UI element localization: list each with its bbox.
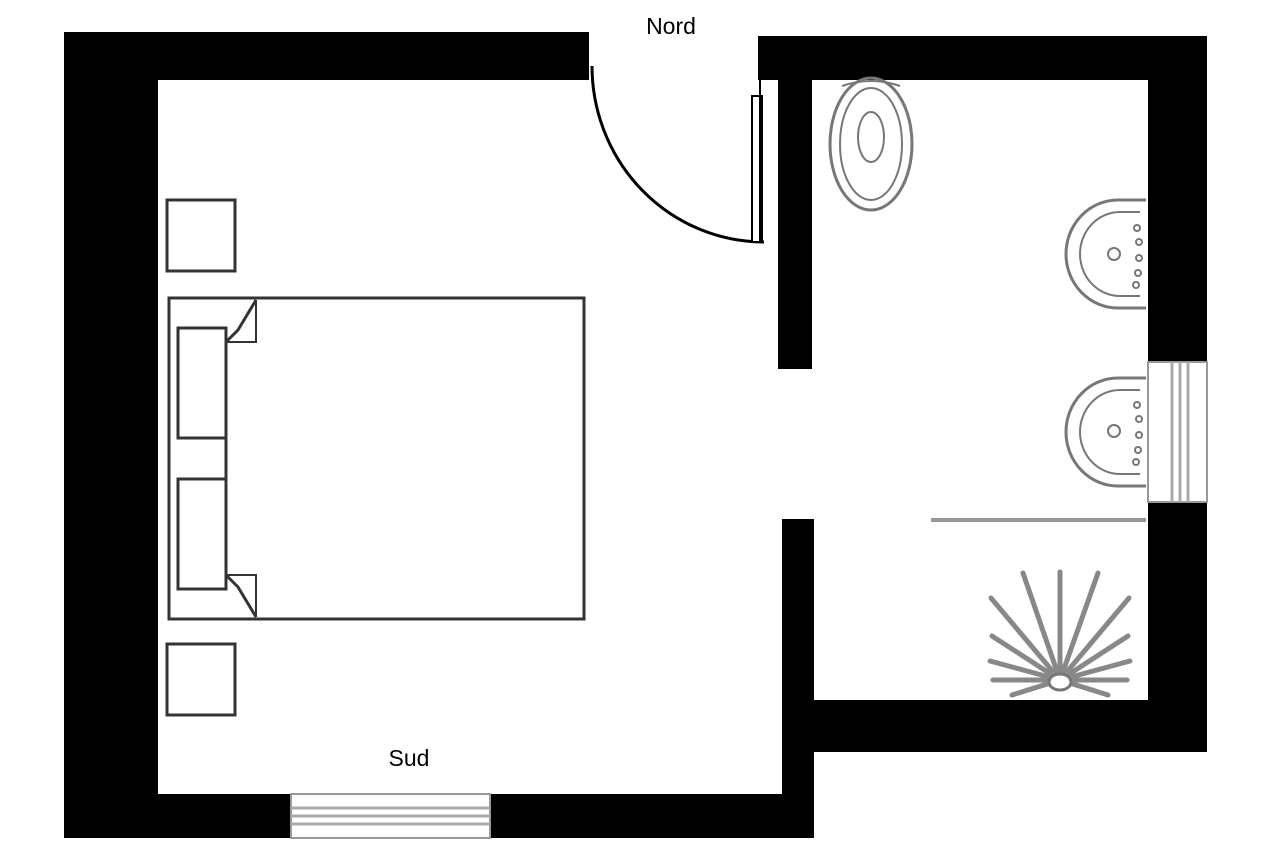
wall-south-left xyxy=(64,794,291,838)
sink-lower xyxy=(1064,376,1146,488)
east-window xyxy=(1147,361,1208,503)
bathroom-fixtures xyxy=(828,76,1146,698)
walls xyxy=(64,32,1207,838)
label-south: Sud xyxy=(389,745,430,771)
bedroom-furniture xyxy=(165,198,586,717)
pillow-bottom xyxy=(176,477,228,591)
partition-lower xyxy=(782,519,814,838)
sink-upper xyxy=(1064,198,1146,310)
double-bed xyxy=(167,296,586,621)
partition-upper xyxy=(778,60,812,369)
pillow-top xyxy=(176,326,228,440)
wall-east-upper xyxy=(1148,36,1207,362)
wall-bathroom-south xyxy=(782,700,1207,752)
wall-south-right xyxy=(490,794,814,838)
label-north: Nord xyxy=(646,13,696,39)
shower xyxy=(931,518,1146,698)
door-leaf xyxy=(751,95,763,243)
toilet xyxy=(828,76,914,212)
nightstand-top xyxy=(165,198,237,273)
nightstand-bottom xyxy=(165,642,237,717)
door-swing-arc xyxy=(590,65,765,244)
south-window xyxy=(290,793,491,839)
entrance-door xyxy=(590,65,765,244)
wall-north-right xyxy=(758,36,1207,80)
wall-west xyxy=(64,32,158,838)
wall-north-left xyxy=(64,32,589,80)
